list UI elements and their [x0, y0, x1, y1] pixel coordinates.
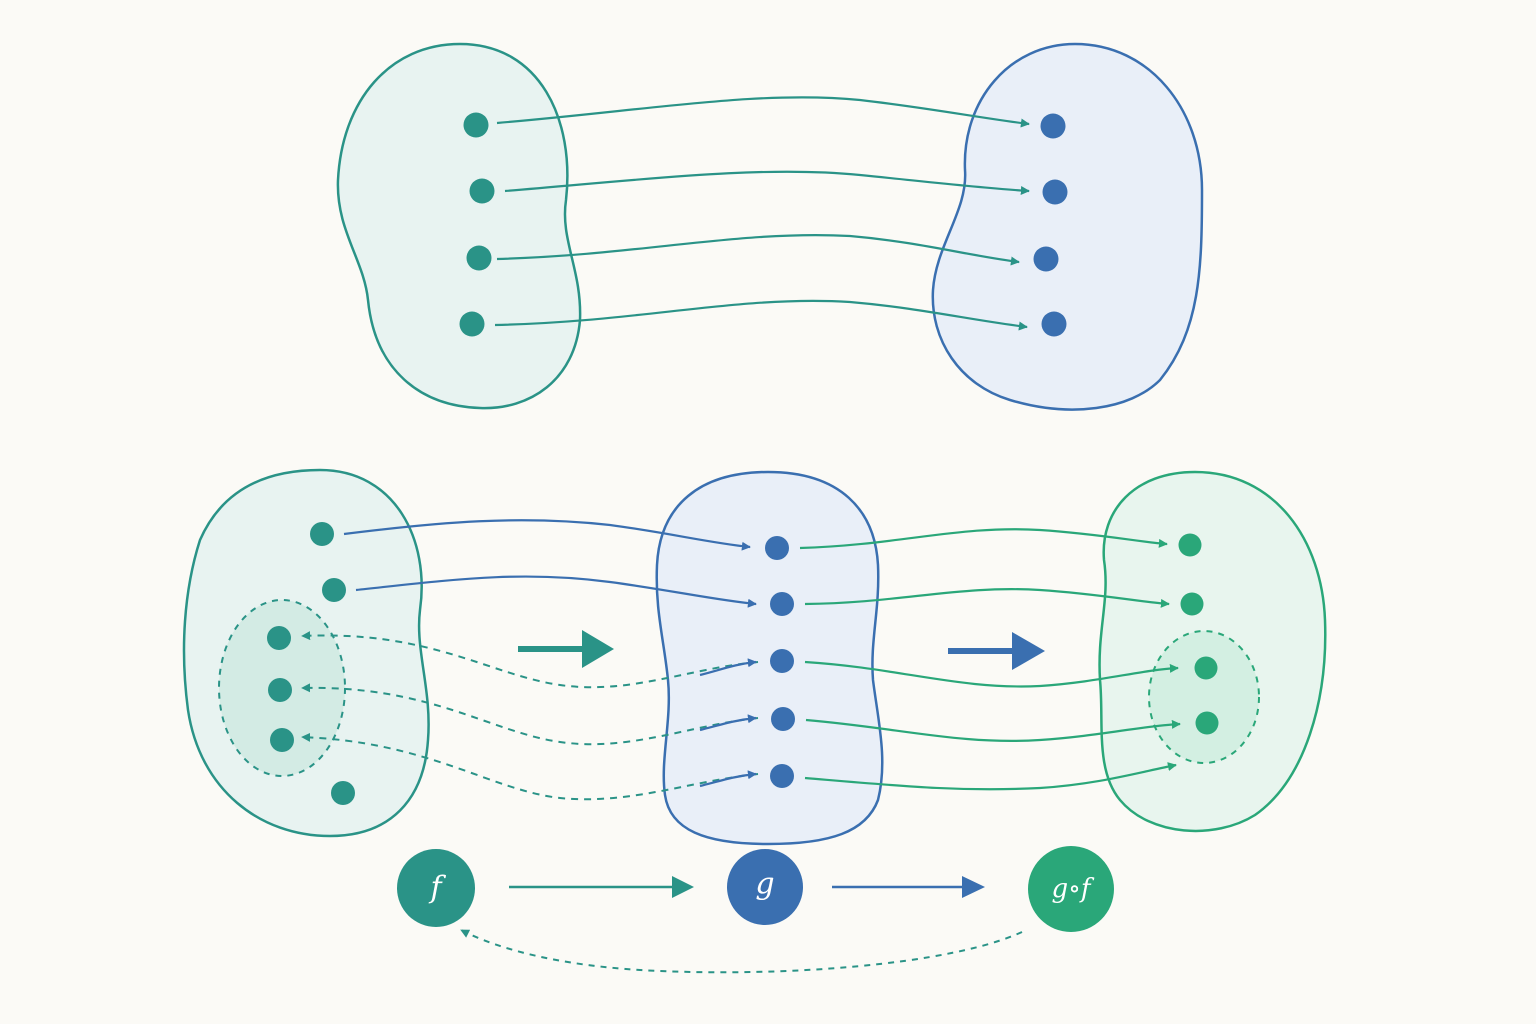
f-arrow [699, 714, 757, 732]
f-arrow [355, 575, 757, 608]
g-arrow [804, 588, 1170, 608]
set-b-points [765, 536, 795, 788]
preimage-arrow [301, 631, 759, 689]
set-a-point [267, 626, 291, 650]
set-c-point [1180, 592, 1204, 616]
set-a-point [322, 578, 346, 602]
top-domain-points [459, 112, 495, 337]
domain-point [463, 112, 489, 138]
gf-to-f-dashed-arrow [460, 929, 1023, 974]
g-arrow [804, 660, 1179, 688]
top-codomain-points [1033, 113, 1068, 337]
set-b-point [765, 536, 789, 560]
direction-arrow-f [518, 630, 614, 668]
set-c-point [1178, 533, 1202, 557]
preimage-arrow [301, 683, 759, 746]
set-a-points [267, 522, 355, 805]
f-arrow [343, 519, 751, 551]
g-arrows [799, 528, 1181, 791]
set-b-point [770, 649, 794, 673]
gf-node [1028, 846, 1114, 932]
bottom-mapping [182, 468, 1327, 846]
f-arrow [699, 770, 757, 788]
codomain-point [1033, 246, 1059, 272]
set-a-point [270, 728, 294, 752]
g-node [727, 849, 803, 925]
top-arrow [494, 299, 1028, 331]
top-arrow [496, 96, 1030, 128]
set-b [655, 470, 884, 846]
top-domain-set [336, 42, 582, 410]
preimage-arrow [301, 732, 759, 801]
f-arrow [699, 658, 757, 677]
top-arrows [494, 96, 1030, 331]
f-node [397, 849, 475, 927]
set-b-point [770, 764, 794, 788]
function-labels: f g g∘f [397, 846, 1114, 974]
set-c-points [1178, 533, 1219, 735]
top-arrow [504, 170, 1030, 195]
direction-arrow-g [948, 632, 1045, 670]
domain-point [466, 245, 492, 271]
g-arrow [804, 762, 1177, 791]
set-b-point [770, 592, 794, 616]
top-mapping [336, 42, 1204, 411]
set-c-point [1194, 656, 1218, 680]
top-arrow [496, 233, 1020, 266]
set-a-point [268, 678, 292, 702]
preimage-arrows [301, 631, 759, 801]
top-codomain-set [931, 42, 1204, 411]
g-arrow [805, 718, 1181, 743]
codomain-point [1041, 311, 1067, 337]
set-b-point [771, 707, 795, 731]
domain-point [459, 311, 485, 337]
set-c-subset [1148, 630, 1260, 764]
f-arrows-lower [699, 658, 757, 788]
gf-label: g∘f [1051, 874, 1094, 904]
codomain-point [1040, 113, 1066, 139]
g-label: g [755, 867, 774, 902]
codomain-point [1042, 179, 1068, 205]
g-arrow [799, 528, 1168, 550]
set-a-point [310, 522, 334, 546]
domain-point [469, 178, 495, 204]
set-a-point [331, 781, 355, 805]
f-arrows [343, 519, 757, 608]
set-c-point [1195, 711, 1219, 735]
